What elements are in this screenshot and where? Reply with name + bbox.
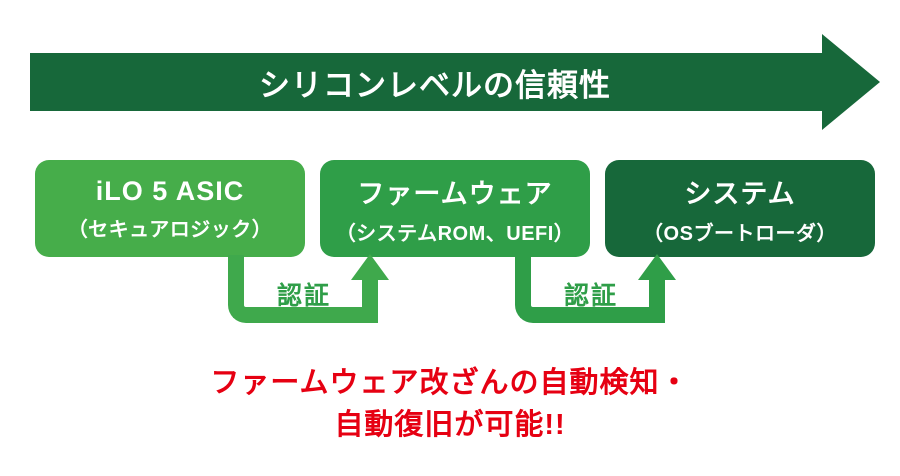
box-ilo5-asic-title: iLO 5 ASIC bbox=[95, 175, 245, 206]
connector-2-up-arrow-icon bbox=[638, 254, 676, 280]
box-firmware: ファームウェア （システムROM、UEFI） bbox=[320, 160, 590, 257]
connector-1-up-arrow-icon bbox=[351, 254, 389, 280]
box-system: システム （OSブートローダ） bbox=[605, 160, 875, 257]
box-system-title: システム bbox=[684, 178, 796, 209]
silicon-trust-banner-arrow: シリコンレベルの信頼性 bbox=[30, 34, 880, 130]
connector-2-arrow-shaft bbox=[649, 277, 665, 323]
connector-1-auth-label: 認証 bbox=[276, 282, 331, 310]
footnote-line-1: ファームウェア改ざんの自動検知・ bbox=[210, 367, 690, 399]
box-firmware-subtitle: （システムROM、UEFI） bbox=[335, 222, 575, 245]
box-ilo5-asic-subtitle: （セキュアロジック） bbox=[67, 218, 273, 241]
box-firmware-title: ファームウェア bbox=[357, 178, 553, 209]
footnote-text: ファームウェア改ざんの自動検知・ 自動復旧が可能!! bbox=[0, 362, 900, 446]
connector-1-arrow-shaft bbox=[362, 277, 378, 323]
box-ilo5-asic: iLO 5 ASIC （セキュアロジック） bbox=[35, 160, 305, 257]
connector-1-elbow bbox=[228, 255, 378, 323]
footnote-line-2: 自動復旧が可能!! bbox=[334, 409, 566, 442]
banner-title: シリコンレベルの信頼性 bbox=[259, 67, 611, 103]
box-system-subtitle: （OSブートローダ） bbox=[643, 222, 837, 245]
connector-2-auth-label: 認証 bbox=[563, 282, 618, 310]
connector-2-elbow bbox=[515, 255, 665, 323]
